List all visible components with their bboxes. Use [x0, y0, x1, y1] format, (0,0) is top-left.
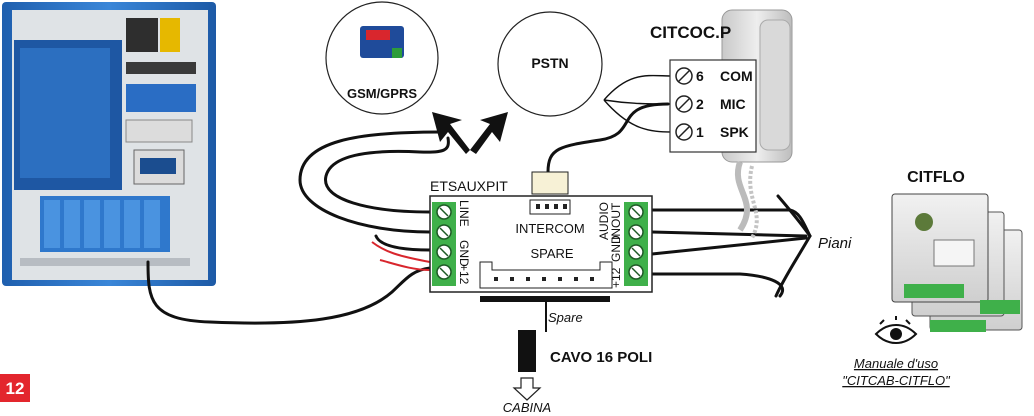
- terminal-6: 6 COM: [675, 67, 753, 85]
- citflo-title: CITFLO: [907, 169, 965, 186]
- arrow-to-pstn-icon: [470, 112, 508, 154]
- module-title: ETSAUXPIT: [430, 178, 508, 194]
- right-label-gnd: GND: [609, 235, 623, 262]
- gnd-wire: [374, 234, 432, 252]
- terminal-num: 6: [696, 68, 704, 84]
- terminal-label: MIC: [720, 96, 746, 112]
- gsm-cloud: GSM/GPRS: [325, 1, 439, 115]
- gsm-label: GSM/GPRS: [347, 86, 417, 101]
- pstn-cloud: PSTN: [497, 11, 603, 117]
- arrow-to-gsm-icon: [432, 112, 470, 154]
- cabina-label: CABINA: [503, 400, 551, 415]
- floor-wire-3: [650, 236, 808, 256]
- page-number-badge: [0, 374, 30, 402]
- pstn-line-wire: [298, 130, 442, 234]
- spare-bus: [480, 296, 610, 302]
- right-label-audio: AUDIO: [597, 202, 611, 240]
- spare-connector: [479, 261, 613, 289]
- pstn-label: PSTN: [531, 55, 568, 71]
- cable-16-poles: [518, 330, 536, 372]
- down-arrow-icon: [512, 377, 542, 401]
- left-label-gnd: GND: [457, 240, 471, 267]
- cable-label: CAVO 16 POLI: [550, 349, 652, 366]
- terminal-num: 2: [696, 96, 704, 112]
- floor-wire-4: [650, 272, 784, 298]
- control-cabinet: [2, 2, 216, 286]
- left-label-plus12: +12: [457, 264, 471, 285]
- eye-icon: [874, 316, 918, 344]
- piani-label: Piani: [818, 235, 852, 252]
- handset-title: CITCOC.P: [650, 23, 731, 42]
- intercom-label: INTERCOM: [515, 221, 584, 236]
- spare-bus-label: Spare: [548, 310, 583, 325]
- etsauxpit-module: ETSAUXPIT LINE GND +12 AUDIO INOUT GND +…: [429, 171, 653, 293]
- terminal-1: 1 SPK: [675, 123, 749, 141]
- spare-label: SPARE: [530, 246, 573, 261]
- floor-wire-2: [650, 230, 808, 238]
- floor-wire-5: [774, 194, 812, 298]
- terminal-2: 2 MIC: [675, 95, 746, 113]
- intercom-connector: [529, 199, 571, 215]
- handset-cable: [546, 102, 670, 174]
- citflo-devices: CITFLO: [891, 169, 1023, 332]
- right-label-inout: INOUT: [609, 202, 623, 240]
- left-label-line: LINE: [457, 200, 471, 227]
- cabinet-cable: [146, 260, 432, 325]
- manual-link-line1[interactable]: Manuale d'uso: [854, 356, 938, 371]
- manual-link-line2[interactable]: "CITCAB-CITFLO": [842, 373, 951, 388]
- handset-unit: CITCOC.P 6 COM 2 MIC 1 SPK: [650, 9, 793, 239]
- intercom-plug: [531, 171, 569, 195]
- terminal-num: 1: [696, 124, 704, 140]
- wires: [146, 74, 812, 332]
- terminal-label: COM: [720, 68, 753, 84]
- page-number: 12: [6, 379, 25, 398]
- gsm-line-wire: [324, 136, 450, 214]
- terminal-label: SPK: [720, 124, 749, 140]
